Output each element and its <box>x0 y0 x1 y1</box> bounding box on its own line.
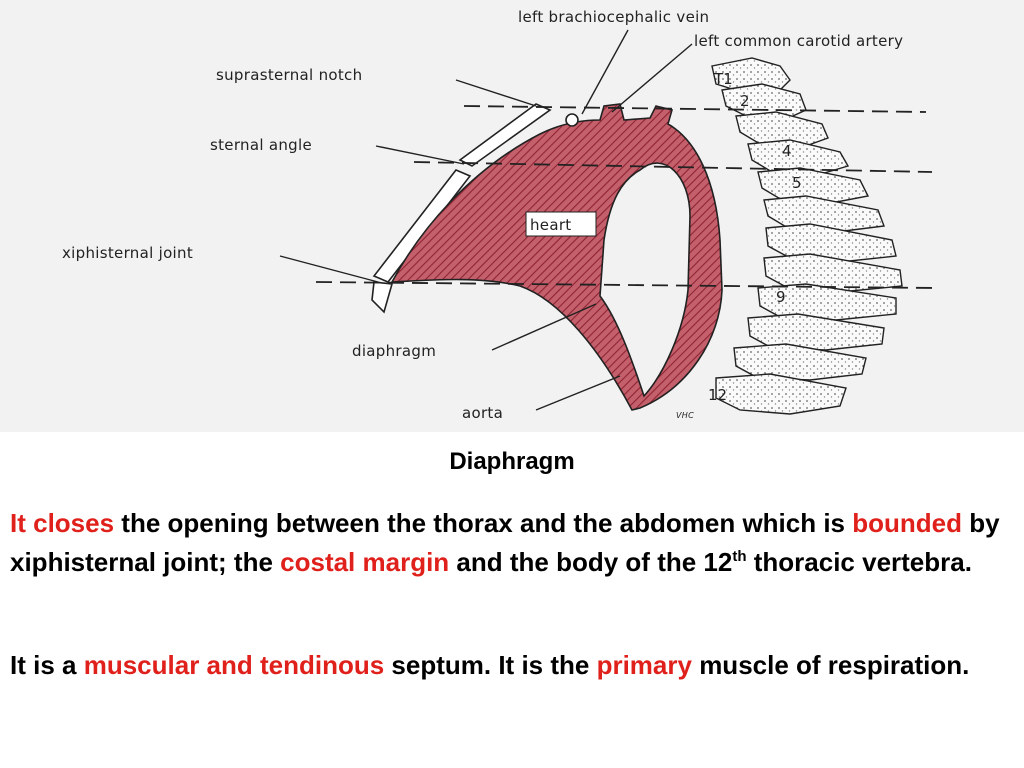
vertebra-10 <box>747 313 885 351</box>
text-segment: muscle of respiration. <box>691 650 970 680</box>
highlight-muscular-and-tendinous: muscular and tendinous <box>83 650 385 680</box>
vertebra-6 <box>763 195 885 233</box>
paragraph-closes-opening: It closes the opening between the thorax… <box>10 504 1014 582</box>
leader-suprasternal-notch <box>455 79 537 107</box>
level-line-t4 <box>413 161 933 173</box>
leader-aorta <box>535 375 621 411</box>
vertebra-number-4: 4 <box>782 142 792 160</box>
sternal-body <box>372 169 472 283</box>
leader-xiphisternal-joint <box>279 255 379 283</box>
vertebra-number-12: 12 <box>708 386 727 404</box>
label-left-brachiocephalic-vein: left brachiocephalic vein <box>518 8 709 26</box>
text-segment: septum. It is the <box>384 650 597 680</box>
vertebra-number-5: 5 <box>792 174 802 192</box>
highlight-primary: primary <box>596 650 692 680</box>
highlight-bounded: bounded <box>852 508 963 538</box>
level-line-t9 <box>315 281 937 289</box>
text-segment: the opening between the thorax and the a… <box>114 508 853 538</box>
label-xiphisternal-joint: xiphisternal joint <box>62 244 193 262</box>
paragraph-muscular-septum: It is a muscular and tendinous septum. I… <box>10 646 1014 685</box>
vertebra-number-9: 9 <box>776 288 786 306</box>
vertebra-number-2: 2 <box>740 92 750 110</box>
ordinal-superscript: th <box>732 548 747 565</box>
leader-left-common-carotid-artery <box>611 43 693 113</box>
xiphoid-process <box>371 281 394 314</box>
label-left-common-carotid-artery: left common carotid artery <box>694 32 903 50</box>
vertebra-7 <box>765 223 897 263</box>
label-sternal-angle: sternal angle <box>210 136 312 154</box>
level-line-t2 <box>463 105 927 113</box>
aorta-inner-channel <box>599 162 691 398</box>
heart-label-box <box>525 211 597 237</box>
vertebra-t1 <box>711 57 791 95</box>
vertebra-11 <box>733 343 867 381</box>
vertebra-number-t1: T1 <box>713 70 733 88</box>
vertebra-4 <box>747 139 850 177</box>
sagittal-thorax-diagram: left brachiocephalic vein left common ca… <box>62 8 937 422</box>
anatomy-figure: left brachiocephalic vein left common ca… <box>0 0 1024 432</box>
text-segment: and the body of the 12 <box>449 547 733 577</box>
leader-diaphragm <box>491 303 597 351</box>
vein-marker <box>565 113 579 127</box>
manubrium <box>458 103 552 167</box>
leader-left-brachiocephalic-vein <box>581 29 629 115</box>
artist-signature: VHC <box>676 411 694 420</box>
highlight-it-closes: It closes <box>10 508 115 538</box>
text-segment: thoracic vertebra. <box>746 547 972 577</box>
vertebra-8 <box>763 253 903 293</box>
sternum <box>371 103 552 314</box>
label-heart: heart <box>530 216 571 234</box>
vertebra-12 <box>715 373 847 415</box>
leader-sternal-angle <box>375 145 465 165</box>
vertebra-3 <box>735 111 829 149</box>
highlight-costal-margin: costal margin <box>280 547 450 577</box>
slide-text: Diaphragm It closes the opening between … <box>0 432 1024 768</box>
text-segment: It is a <box>10 650 84 680</box>
slide-caption: Diaphragm <box>449 448 575 475</box>
label-aorta: aorta <box>462 404 503 422</box>
label-suprasternal-notch: suprasternal notch <box>216 66 362 84</box>
label-diaphragm: diaphragm <box>352 342 436 360</box>
text-segment: by xiphisternal joint; the <box>10 508 1000 577</box>
